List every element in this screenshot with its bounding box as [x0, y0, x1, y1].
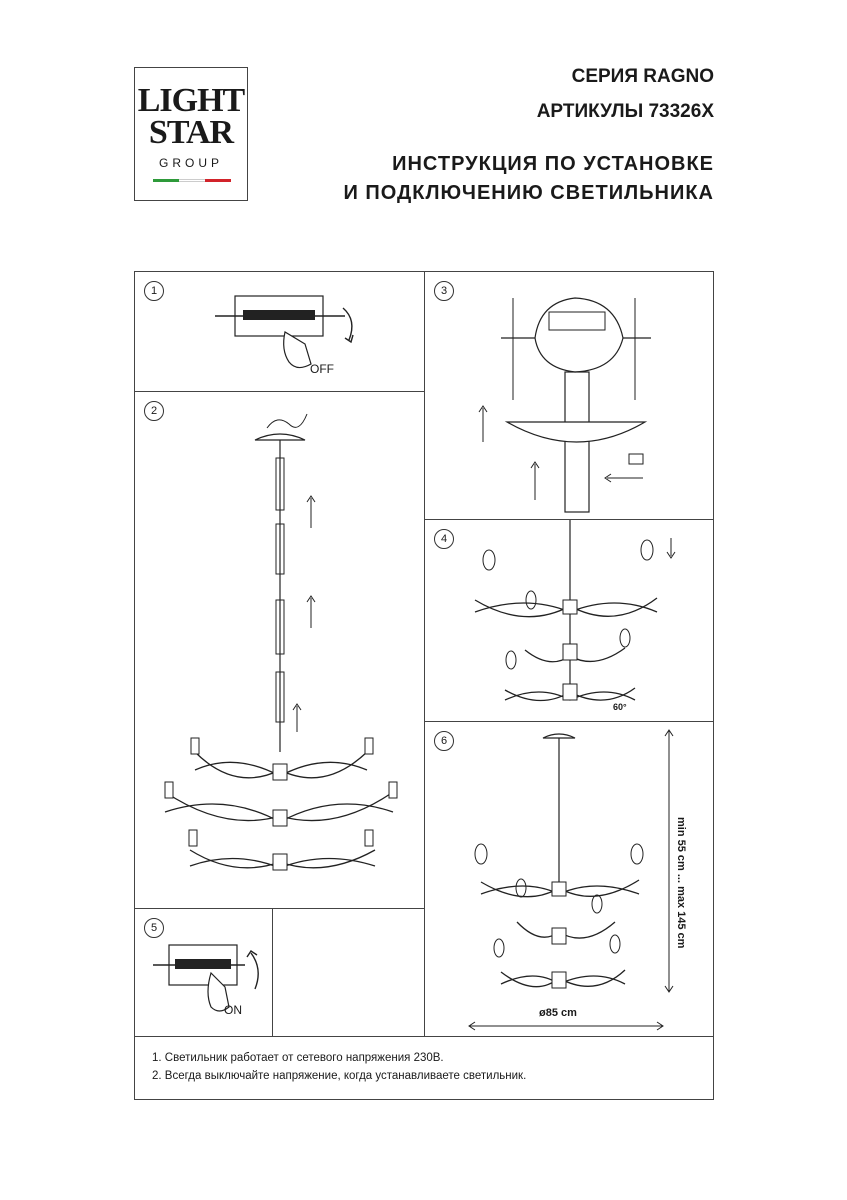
note-power-off: 2. Всегда выключайте напряжение, когда у… — [152, 1070, 527, 1082]
step3-number: 3 — [434, 281, 454, 301]
empty-panel — [272, 908, 425, 1037]
bulb-installation-illustration — [474, 520, 676, 702]
step1-panel: 1 OFF — [134, 271, 425, 392]
step5-panel: 5 ON — [134, 908, 273, 1037]
step2-panel: 2 — [134, 391, 425, 909]
chandelier-assembly-illustration — [164, 413, 398, 871]
step4-panel: 4 60° — [424, 519, 714, 722]
italian-flag-stripe — [153, 179, 231, 182]
chandelier-dimensions-illustration — [468, 729, 674, 1031]
logo-text-star: STAR — [148, 114, 234, 151]
circuit-breaker-on-illustration — [153, 944, 259, 1012]
article-number: АРТИКУЛЫ 73326X — [536, 101, 714, 122]
step3-panel: 3 — [424, 271, 714, 520]
logo-text-light: LIGHT — [137, 82, 245, 119]
step6-number: 6 — [434, 731, 454, 751]
diameter-dimension-label: ø85 cm — [539, 1007, 577, 1019]
step6-panel: 6 min 55 cm ... max 145 cm ø85 cm — [424, 721, 714, 1037]
series-title: СЕРИЯ RAGNO — [571, 66, 714, 87]
instruction-title-line1: ИНСТРУКЦИЯ ПО УСТАНОВКЕ — [392, 153, 714, 175]
brand-logo: LIGHT STAR GROUP — [134, 67, 248, 201]
rotation-angle-label: 60° — [613, 702, 627, 712]
off-label: OFF — [310, 362, 334, 376]
safety-notes: 1. Светильник работает от сетевого напря… — [152, 1049, 526, 1085]
instruction-title-line2: И ПОДКЛЮЧЕНИЮ СВЕТИЛЬНИКА — [343, 182, 714, 204]
circuit-breaker-off-illustration — [215, 295, 354, 369]
step2-number: 2 — [144, 401, 164, 421]
step5-number: 5 — [144, 918, 164, 938]
logo-text-group: GROUP — [158, 156, 223, 170]
step1-number: 1 — [144, 281, 164, 301]
height-dimension-label: min 55 cm ... max 145 cm — [675, 817, 687, 949]
ceiling-mount-illustration — [478, 297, 651, 513]
on-label: ON — [224, 1003, 242, 1017]
step4-number: 4 — [434, 529, 454, 549]
note-voltage: 1. Светильник работает от сетевого напря… — [152, 1052, 444, 1064]
